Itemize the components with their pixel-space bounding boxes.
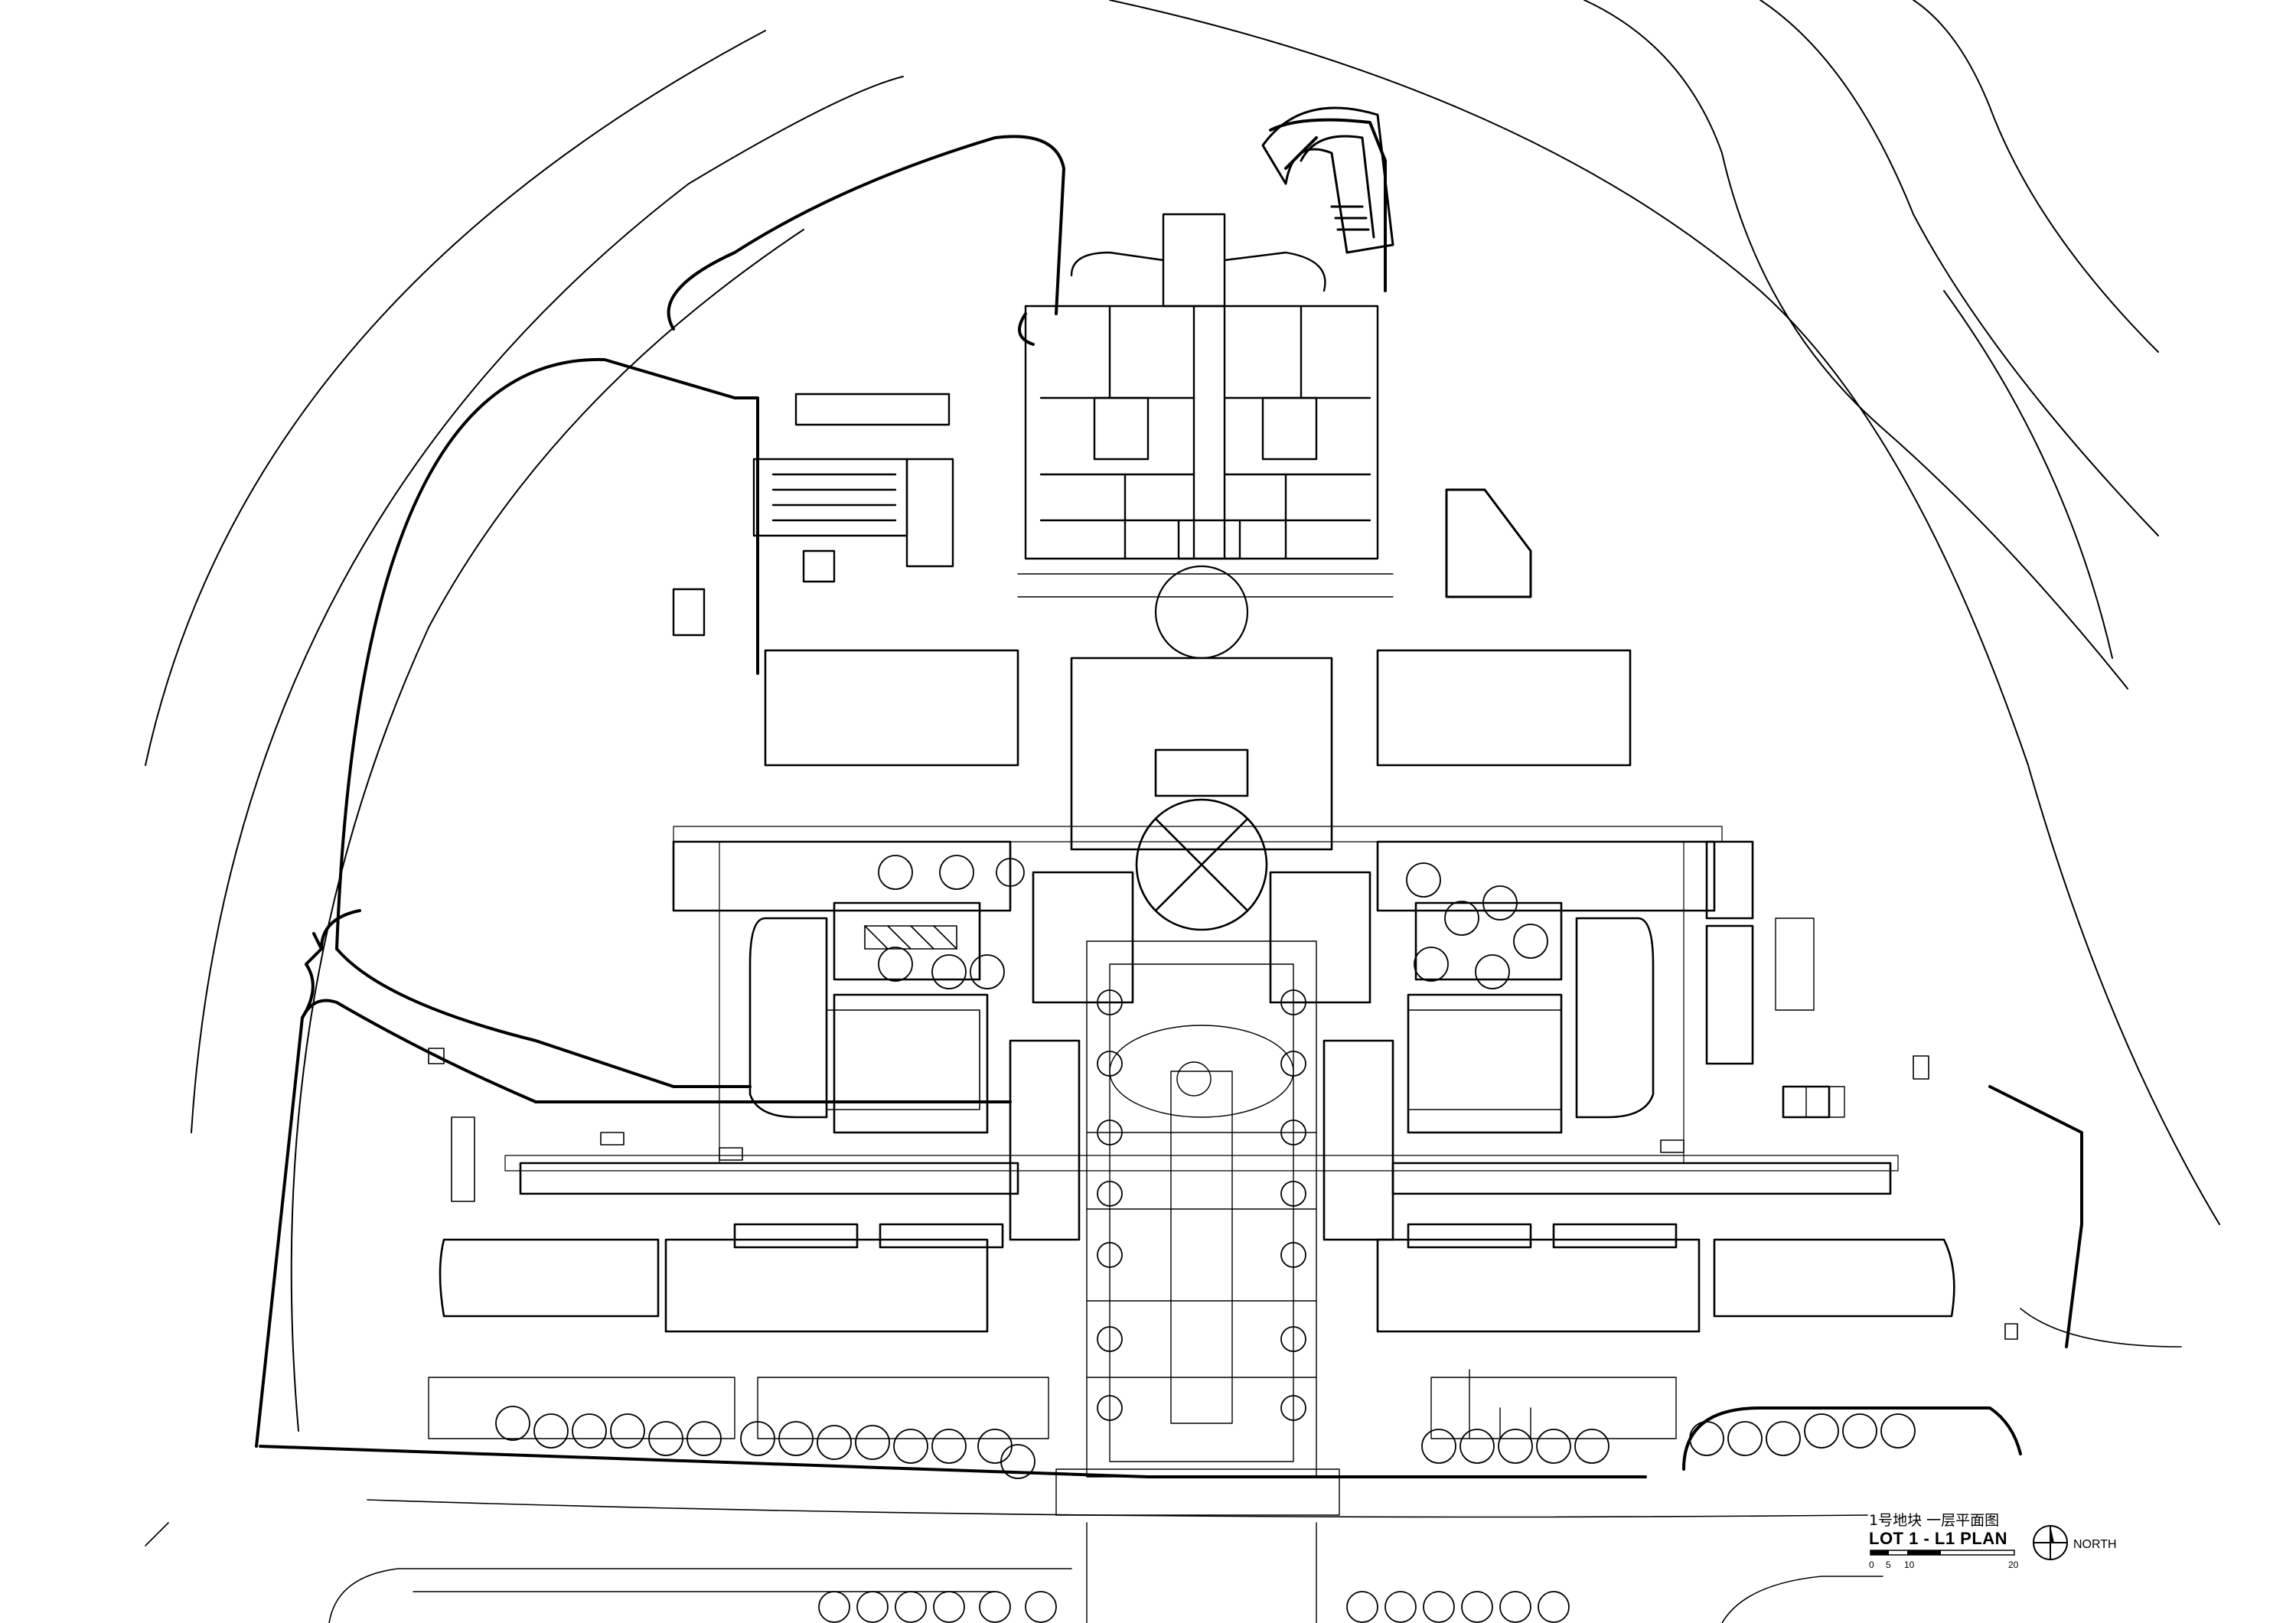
- east-pavilion: [1445, 488, 1532, 598]
- north-label: NORTH: [2073, 1538, 2117, 1551]
- central-promenade: [1055, 940, 1340, 1623]
- site-boundary: [255, 118, 2083, 1478]
- north-plaza-circle: [1154, 565, 1249, 660]
- east-wing: [1376, 649, 1955, 1333]
- scale-label-0: 0: [1869, 1559, 1874, 1570]
- north-arrow-block: NORTH: [2030, 1523, 2153, 1569]
- plan-title-chinese: 1号地块 一层平面图: [1869, 1512, 2000, 1529]
- courtyard-trees: [878, 855, 1548, 989]
- scale-bar: [1870, 1550, 2015, 1556]
- parking-marks: [428, 1048, 2018, 1340]
- walkways: [504, 826, 1899, 1172]
- west-utility-building: [672, 393, 954, 637]
- courtyard-pools: [826, 925, 1562, 1110]
- central-building: [1009, 657, 1394, 1241]
- plan-title-english: LOT 1 - L1 PLAN: [1869, 1529, 2008, 1548]
- scale-label-20: 20: [2008, 1559, 2019, 1570]
- ramp-structure: [1261, 106, 1394, 254]
- west-wing: [439, 649, 1019, 1333]
- scale-label-10: 10: [1904, 1559, 1915, 1570]
- promenade-trees: [1097, 989, 1306, 1421]
- title-block: 1号地块 一层平面图 LOT 1 - L1 PLAN 0 5 10 20: [1869, 1509, 2190, 1601]
- outer-road-curves: [145, 0, 2220, 1432]
- south-planters: [428, 917, 1845, 1439]
- north-arrow-icon: [2033, 1525, 2068, 1560]
- north-building: [1024, 213, 1379, 560]
- scale-label-5: 5: [1886, 1559, 1891, 1570]
